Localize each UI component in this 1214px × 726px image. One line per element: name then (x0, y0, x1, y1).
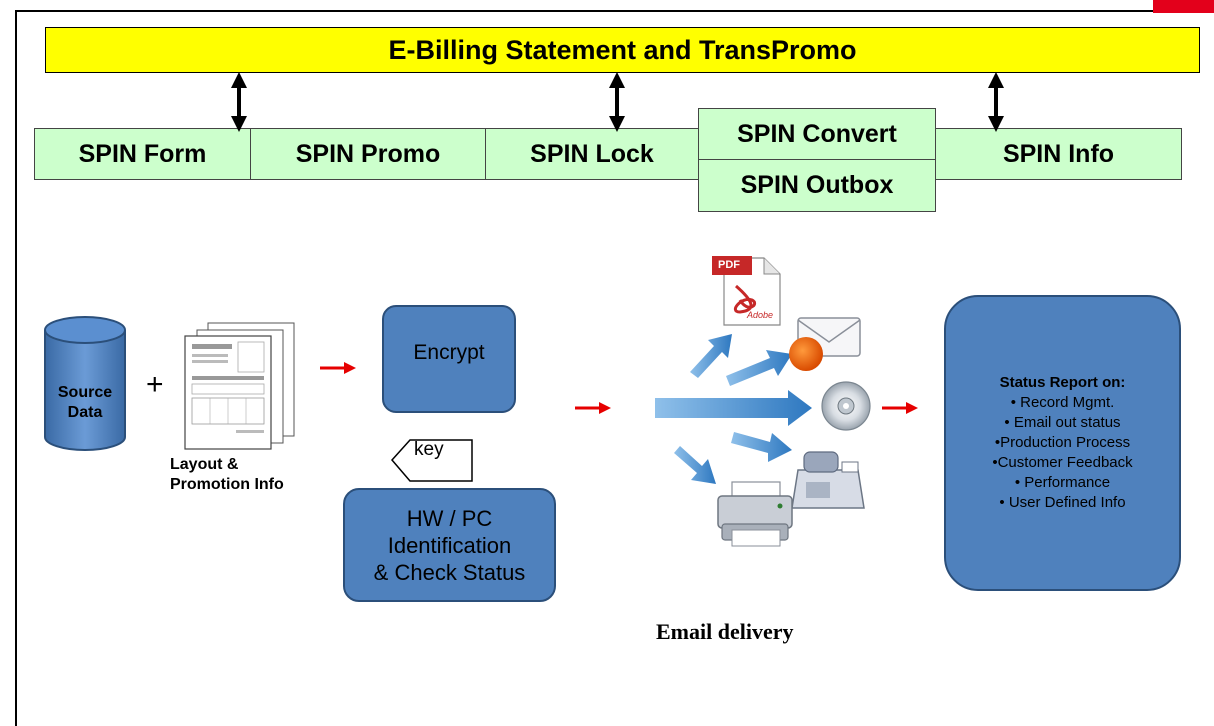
document-stack-icon (184, 322, 295, 450)
status-item: • Record Mgmt. (1010, 394, 1115, 411)
status-item: • Performance (1014, 474, 1111, 491)
encrypt-box: Encrypt (382, 305, 516, 413)
encrypt-label: Encrypt (413, 341, 485, 364)
module-spin-promo: SPIN Promo (250, 128, 486, 180)
status-item: •Production Process (994, 434, 1131, 451)
pdf-icon (712, 256, 781, 326)
main-delivery-arrow (655, 390, 812, 426)
email-delivery-label: Email delivery (656, 619, 794, 644)
connector-arrows (231, 72, 1004, 132)
email-icon (789, 317, 861, 371)
plus-sign: + (146, 368, 164, 401)
module-spin-outbox: SPIN Outbox (698, 159, 936, 212)
key-label: key (414, 439, 444, 460)
module-spin-info: SPIN Info (935, 128, 1182, 180)
banner-title: E-Billing Statement and TransPromo (45, 27, 1200, 73)
arrow-to-fax (731, 432, 792, 462)
source-data-label: Source Data (57, 384, 113, 421)
printer-icon (717, 481, 793, 547)
status-item: •Customer Feedback (992, 454, 1133, 471)
status-item: • Email out status (1004, 414, 1121, 431)
fax-icon (791, 451, 865, 509)
layout-promotion-label: Layout & Promotion Info (170, 456, 284, 493)
status-item: • User Defined Info (999, 494, 1126, 511)
module-spin-form: SPIN Form (34, 128, 251, 180)
module-spin-lock: SPIN Lock (485, 128, 699, 180)
status-report-title: Status Report on: (999, 374, 1126, 391)
delivery-arrows (655, 334, 812, 484)
arrow-to-printer (674, 446, 716, 484)
arrow-to-email (726, 350, 792, 386)
key-tag (391, 439, 473, 482)
adobe-icon-label: Adobe (747, 310, 774, 320)
database-icon (44, 316, 126, 451)
hw-pc-label: HW / PC Identification & Check Status (373, 505, 526, 585)
arrow-to-pdf (690, 334, 732, 378)
hw-pc-identification-box: HW / PC Identification & Check Status (343, 488, 556, 602)
module-spin-convert: SPIN Convert (698, 108, 936, 160)
red-flow-arrows (320, 362, 918, 414)
cd-icon (821, 381, 871, 431)
pdf-icon-label: PDF (718, 259, 740, 271)
corner-red-tab (1153, 0, 1214, 13)
status-report-box: Status Report on: • Record Mgmt. • Email… (944, 295, 1181, 591)
diagram-frame (15, 10, 1214, 726)
